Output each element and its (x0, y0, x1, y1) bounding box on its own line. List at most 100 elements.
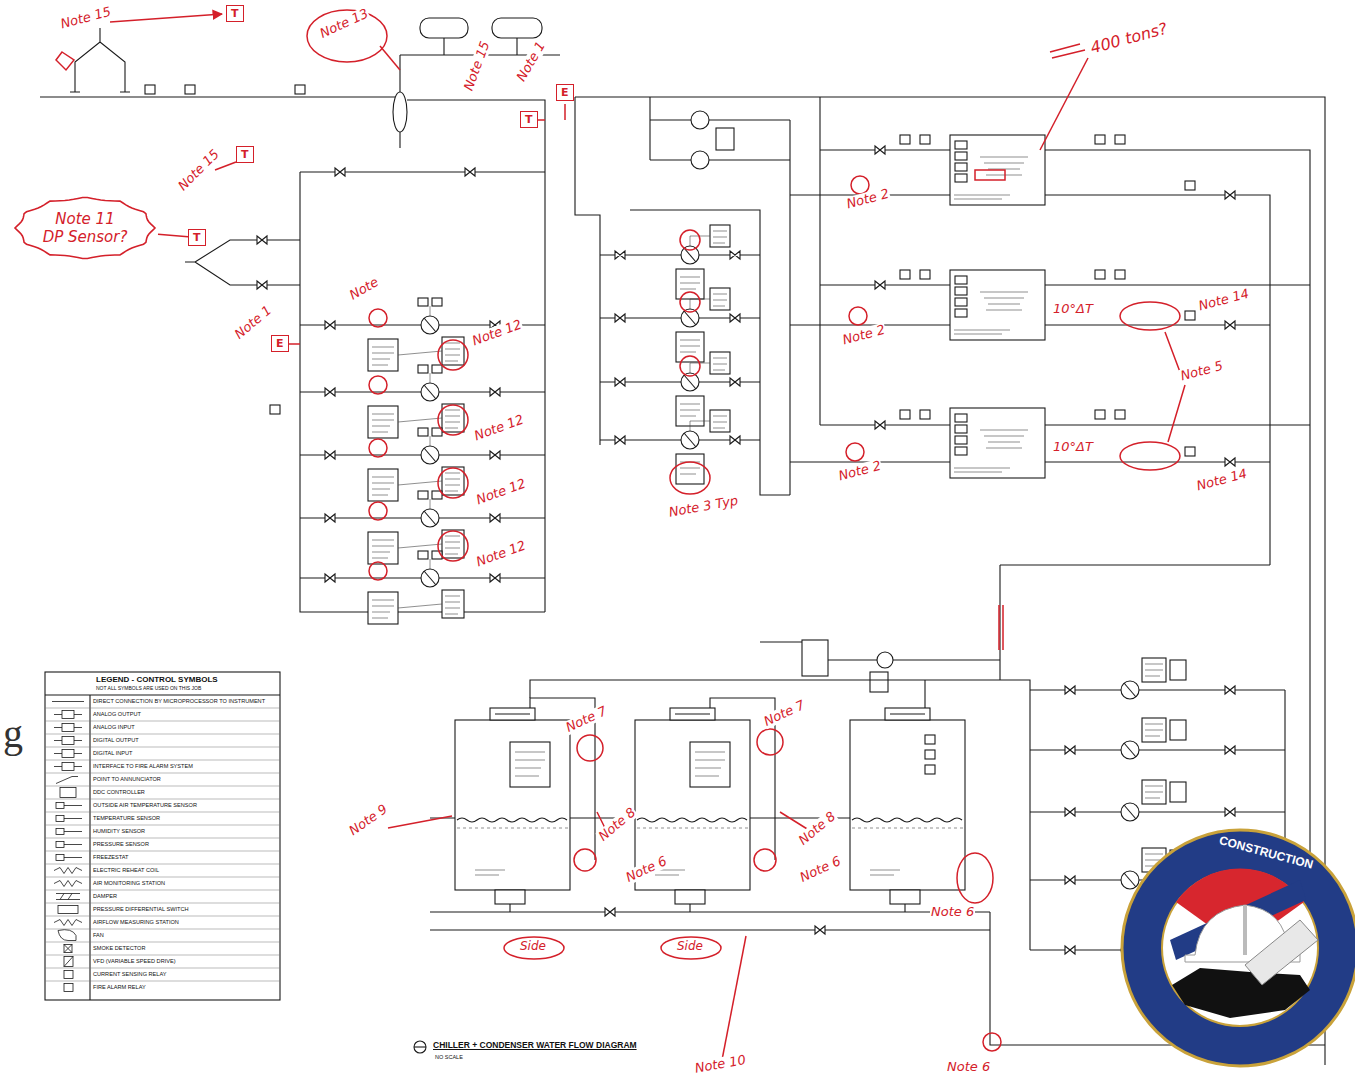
primary-pump-piping (300, 428, 545, 501)
agency-seal (1122, 830, 1355, 1066)
condenser-piping (1030, 780, 1285, 821)
drawing-text: LEGEND - CONTROL SYMBOLS (95, 676, 219, 685)
markup-note: Side (519, 940, 547, 953)
node-text: T (241, 148, 249, 161)
expansion-and-makeup-piping (420, 18, 468, 38)
legend-frame (45, 695, 280, 1000)
markup-note: Note 12 (474, 476, 529, 508)
markup-note: Note 6 (946, 1060, 991, 1074)
expansion-and-makeup-piping (40, 97, 545, 612)
red-markup (670, 462, 710, 494)
condenser-piping (430, 565, 1325, 1045)
node-text: T (231, 7, 239, 20)
legend-text: ELECTRIC REHEAT COIL (93, 867, 159, 873)
primary-pump-piping (185, 240, 300, 285)
red-markup (754, 849, 776, 871)
markup-note: Note 7 (761, 698, 808, 730)
red-markup (574, 849, 596, 871)
markup-note: Note 14 (1194, 466, 1249, 494)
legend-sample (56, 855, 82, 861)
legend-row-line (45, 773, 280, 774)
markup-note: 400 tons? (1088, 19, 1170, 57)
legend-sample (54, 868, 82, 874)
legend-sample (62, 737, 74, 745)
red-markup (538, 104, 565, 120)
red-markup (369, 502, 387, 520)
legend-sample (56, 842, 64, 848)
legend-sample (54, 724, 82, 732)
red-markup (722, 936, 746, 1060)
legend-text: FREEZESTAT (93, 854, 129, 860)
chiller-piping (1225, 321, 1235, 329)
title-symbol (414, 1041, 426, 1053)
chiller-piping (790, 195, 950, 462)
red-markup (1120, 302, 1180, 330)
red-markup (215, 162, 236, 170)
legend-text: FIRE ALARM RELAY (93, 984, 146, 990)
markup-note: Note 14 (1196, 286, 1251, 314)
red-markup (957, 853, 993, 903)
legend-text: PRESSURE DIFFERENTIAL SWITCH (93, 906, 189, 912)
markup-note: Note 12 (474, 538, 529, 570)
chiller-piping (875, 281, 885, 289)
red-markup (369, 562, 387, 580)
drawing-title: CHILLER + CONDENSER WATER FLOW DIAGRAM (432, 1040, 638, 1050)
red-markup (680, 356, 700, 376)
secondary-pump-piping (600, 410, 760, 484)
legend-text: TEMPERATURE SENSOR (93, 815, 160, 821)
legend-sample (56, 803, 64, 809)
expansion-and-makeup-piping (145, 85, 155, 94)
node-text: E (561, 86, 569, 99)
legend-sample (56, 816, 82, 822)
primary-pump-piping (300, 172, 545, 612)
legend-sample (64, 844, 82, 845)
markup-note: Note 3 Typ (667, 494, 740, 521)
legend-row-line (45, 708, 280, 709)
legend-row-line (45, 968, 280, 969)
legend-sample (64, 957, 73, 967)
secondary-pump-piping (600, 225, 760, 299)
legend-text: SMOKE DETECTOR (93, 945, 145, 951)
legend-text: OUTSIDE AIR TEMPERATURE SENSOR (93, 802, 197, 808)
red-markup (1050, 44, 1085, 58)
legend-text: FAN (93, 932, 104, 938)
chiller-piping (820, 97, 950, 425)
sensor-tag: T (520, 111, 538, 128)
condenser-piping (815, 926, 825, 934)
chiller-piping (1225, 458, 1235, 466)
condenser-piping (530, 680, 1310, 980)
sensor-tag: T (226, 5, 244, 22)
agency-seal (1245, 920, 1318, 985)
secondary-pump-piping (575, 97, 1325, 1065)
red-markup (504, 937, 564, 959)
legend-sample (54, 920, 82, 926)
legend-sample (62, 724, 74, 732)
markup-note: Note (346, 275, 382, 304)
seal-text: CONSTRUCTION (1217, 834, 1316, 872)
secondary-pump-piping (600, 352, 760, 426)
legend-text: INTERFACE TO FIRE ALARM SYSTEM (93, 763, 193, 769)
red-markup (983, 1033, 1001, 1051)
legend-row-line (45, 812, 280, 813)
cloud-outline (12, 194, 158, 262)
legend-row-line (45, 851, 280, 852)
markup-note: Note 6 (623, 854, 670, 886)
chiller-piping (1095, 135, 1105, 144)
legend-row-line (45, 760, 280, 761)
legend-text: CURRENT SENSING RELAY (93, 971, 166, 977)
primary-pump-piping (257, 236, 267, 244)
legend-sample (58, 906, 78, 914)
chiller-piping (900, 270, 910, 279)
red-markup (846, 443, 864, 461)
condenser-piping (870, 672, 888, 692)
expansion-and-makeup-piping (185, 85, 195, 94)
sensor-tag: T (188, 229, 206, 246)
markup-note: Side (676, 940, 704, 953)
chiller-piping (1115, 270, 1125, 279)
markup-note: Note 15 (175, 146, 223, 194)
markup-note: Note 6 (797, 854, 844, 886)
condenser-piping (430, 817, 850, 818)
